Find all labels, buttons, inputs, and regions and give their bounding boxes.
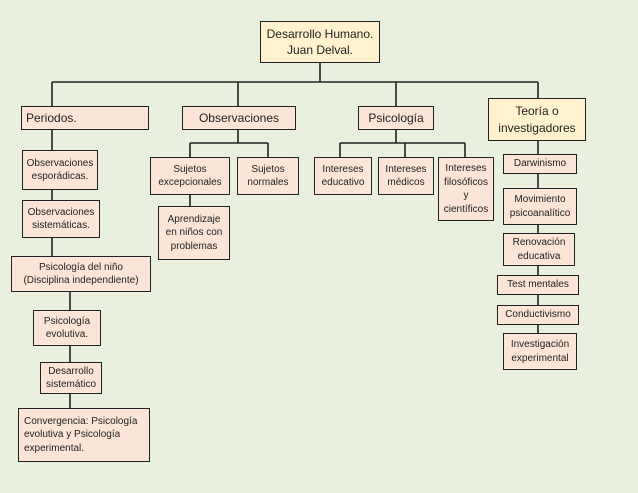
- periodos-item-2: Observaciones sistemáticas.: [22, 200, 100, 238]
- periodos-item-4: Psicología evolutiva.: [33, 310, 101, 346]
- root-title-line2: Juan Delval.: [286, 43, 354, 57]
- psicologia-item-3: Intereses filosóficos y científicos: [438, 157, 494, 221]
- branch-psicologia: Psicología: [358, 106, 434, 130]
- periodos-item-1: Observaciones esporádicas.: [22, 150, 98, 190]
- branch-observaciones: Observaciones: [182, 106, 296, 130]
- psicologia-item-1: Intereses educativo: [314, 157, 372, 195]
- teoria-item-5: Conductivismo: [497, 305, 579, 325]
- observaciones-item-2: Sujetos normales: [237, 157, 299, 195]
- branch-teoria: Teoría o investigadores: [488, 98, 586, 141]
- observaciones-item-3: Aprendizaje en niños con problemas: [158, 206, 230, 260]
- root-title-line1: Desarrollo Humano.: [266, 26, 374, 41]
- root-node: Desarrollo Humano. Juan Delval.: [260, 21, 380, 63]
- teoria-item-1: Darwinismo: [503, 154, 577, 174]
- teoria-item-6: Investigación experimental: [503, 333, 577, 370]
- teoria-item-3: Renovación educativa: [503, 233, 575, 266]
- periodos-item-3: Psicología del niño (Disciplina independ…: [11, 256, 151, 292]
- periodos-item-6: Convergencia: Psicología evolutiva y Psi…: [18, 408, 150, 462]
- branch-periodos: Periodos.: [21, 106, 149, 130]
- psicologia-item-2: Intereses médicos: [378, 157, 434, 195]
- teoria-item-2: Movimiento psicoanalítico: [503, 188, 577, 225]
- periodos-item-5: Desarrollo sistemático: [40, 362, 102, 394]
- observaciones-item-1: Sujetos excepcionales: [150, 157, 230, 195]
- teoria-item-4: Test mentales: [497, 275, 579, 295]
